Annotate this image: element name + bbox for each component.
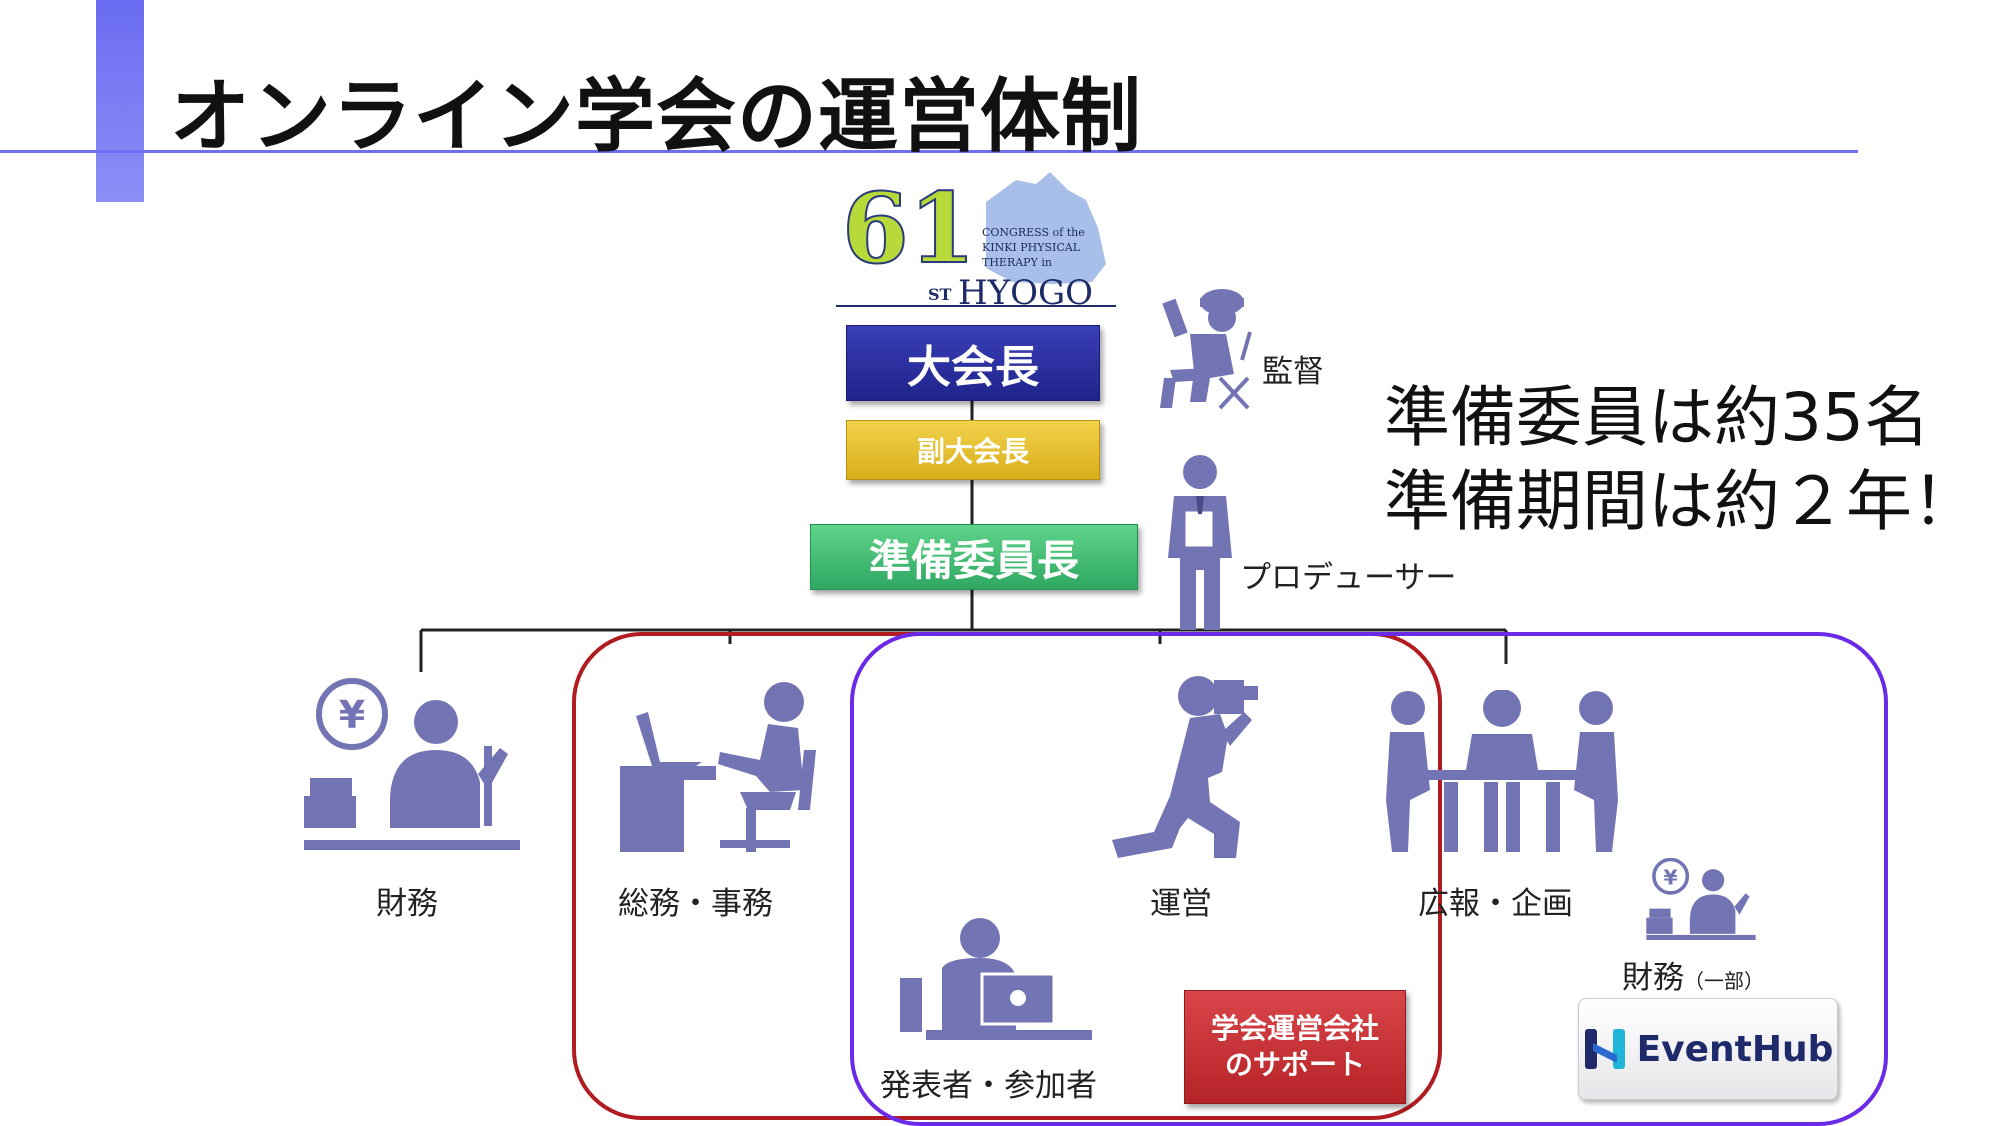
operations-label: 運営 xyxy=(1150,886,1212,922)
meeting-icon xyxy=(1386,690,1618,852)
finance-label: 財務 xyxy=(376,886,438,922)
committee-count-text: 準備委員は約35名 xyxy=(1384,379,1930,456)
vice-president-box: 副大会長 xyxy=(846,420,1100,480)
participant-laptop-icon xyxy=(900,918,1092,1040)
finance-small-icon: ¥ xyxy=(1646,858,1756,940)
pr-planning-label: 広報・企画 xyxy=(1418,886,1573,922)
finance-partial-label: 財務（一部） xyxy=(1622,952,1764,997)
eventhub-text: EventHub xyxy=(1636,1028,1834,1070)
logo-suffix: ST xyxy=(928,285,952,304)
conference-company-support-box: 学会運営会社 のサポート xyxy=(1184,990,1406,1104)
preparation-period-text: 準備期間は約２年！ xyxy=(1384,463,1978,540)
online-support-region xyxy=(850,632,1888,1126)
general-affairs-label: 総務・事務 xyxy=(618,886,773,922)
finance-partial-note: （一部） xyxy=(1684,969,1764,993)
producer-icon xyxy=(1168,455,1232,630)
congress-logo: 61 ST CONGRESS of the KINKI PHYSICAL THE… xyxy=(836,172,1116,313)
producer-label: プロデューサー xyxy=(1240,560,1457,596)
logo-line1: CONGRESS of the xyxy=(982,226,1085,239)
president-box: 大会長 xyxy=(846,325,1100,401)
operations-camera-icon xyxy=(1112,676,1258,858)
page-title: オンライン学会の運営体制 xyxy=(170,70,1142,163)
svg-text:¥: ¥ xyxy=(1664,865,1678,889)
participants-label: 発表者・参加者 xyxy=(880,1068,1097,1104)
director-icon xyxy=(1160,289,1252,410)
logo-line2: KINKI PHYSICAL xyxy=(982,241,1081,254)
svg-text:¥: ¥ xyxy=(339,693,365,737)
title-accent-bar xyxy=(96,0,144,202)
support-line1: 学会運営会社 xyxy=(1210,1012,1379,1045)
logo-line3: THERAPY in xyxy=(982,256,1052,269)
eventhub-logo-icon xyxy=(1584,1029,1625,1069)
finance-partial-text: 財務 xyxy=(1622,960,1684,996)
support-line2: のサポート xyxy=(1224,1048,1365,1081)
committee-chair-box: 準備委員長 xyxy=(810,524,1138,590)
title-underline xyxy=(0,150,1858,153)
finance-icon: ¥ xyxy=(304,678,520,850)
eventhub-logo: EventHub xyxy=(1578,998,1838,1100)
director-label: 監督 xyxy=(1262,354,1324,390)
general-affairs-icon xyxy=(620,682,816,852)
logo-number: 61 xyxy=(842,172,976,285)
